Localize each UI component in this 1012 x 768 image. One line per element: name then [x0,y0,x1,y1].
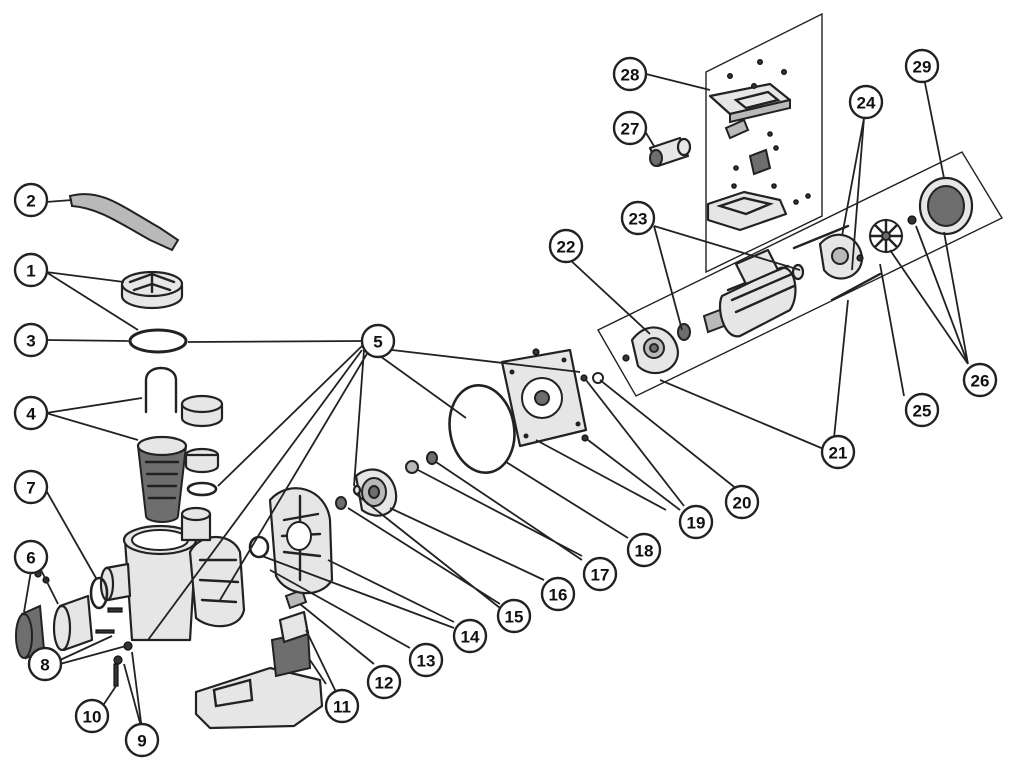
callout-18-label: 18 [635,542,654,561]
callout-16: 16 [540,576,576,612]
part-21-tie-rods [792,224,882,302]
callout-2: 2 [13,182,49,218]
terminal-box-frame [705,12,823,274]
part-19-nuts [532,348,589,442]
callout-14-label: 14 [461,628,480,647]
callout-19-label: 19 [687,514,706,533]
callout-3-label: 3 [26,332,35,351]
part-2-handle [68,193,180,252]
callout-8: 8 [27,646,63,682]
callout-6: 6 [13,539,49,575]
part-4-basket [136,366,224,523]
part-18-seal-plate-gasket [448,384,516,474]
callout-25-label: 25 [913,402,932,421]
leader-lines [23,73,969,731]
callout-17-label: 17 [591,566,610,585]
callout-20-label: 20 [733,494,752,513]
callout-21-label: 21 [829,444,848,463]
callout-29: 29 [904,48,940,84]
callout-25: 25 [904,392,940,428]
part-28-terminal-box-cover [708,82,792,124]
callout-27: 27 [612,110,648,146]
part-seal-plate [500,348,588,448]
callout-5: 5 [360,323,396,359]
callout-10-label: 10 [83,708,102,727]
callout-1: 1 [13,252,49,288]
callout-28: 28 [612,56,648,92]
part-15-washers [335,484,362,510]
part-6-union [15,570,94,660]
callout-12-label: 12 [375,674,394,693]
callout-15-label: 15 [505,608,524,627]
callout-27-label: 27 [621,120,640,139]
callout-8-label: 8 [40,656,49,675]
part-26-fan-cover [907,176,974,236]
callout-23-label: 23 [629,210,648,229]
callout-24: 24 [848,84,884,120]
part-8-10-drain-plugs [95,607,133,687]
motor-assembly-frame [597,151,1003,397]
callout-7: 7 [13,469,49,505]
callout-5-label: 5 [373,333,382,352]
part-25-fan [868,218,904,254]
callout-26-label: 26 [971,372,990,391]
part-14-gasket [248,535,270,559]
callout-10: 10 [74,698,110,734]
part-11-base [194,610,324,730]
part-3-lid-oring [128,328,188,354]
callout-4-label: 4 [26,405,36,424]
part-17-shaft-seal [405,451,438,474]
part-13-diffuser [268,487,334,595]
callout-11-label: 11 [333,698,351,717]
callout-9-label: 9 [137,732,146,751]
callout-7-label: 7 [26,479,35,498]
callout-9: 9 [124,722,160,758]
callout-12: 12 [366,664,402,700]
part-16-impeller [354,468,398,517]
part-22-front-bracket [622,326,680,375]
part-1-lid [120,270,184,310]
callout-20: 20 [724,484,760,520]
callout-15: 15 [496,598,532,634]
callout-16-label: 16 [549,586,568,605]
callout-13-label: 13 [417,652,436,671]
callout-22: 22 [548,228,584,264]
callout-13: 13 [408,642,444,678]
terminal-box-internals [706,58,811,232]
part-27-capacitor [648,136,692,168]
part-24-rear-bracket [818,233,864,280]
part-7-oring [89,576,109,610]
callout-1-label: 1 [26,262,35,281]
callout-29-label: 29 [913,58,932,77]
callout-26: 26 [962,362,998,398]
callout-28-label: 28 [621,66,640,85]
callout-4: 4 [13,395,49,431]
callout-19: 19 [678,504,714,540]
callout-24-label: 24 [857,94,876,113]
callout-14: 14 [452,618,488,654]
callout-17: 17 [582,556,618,592]
callout-22-label: 22 [557,238,576,257]
callout-6-label: 6 [26,549,35,568]
callout-23: 23 [620,200,656,236]
callout-11: 11 [324,688,360,724]
callout-2-label: 2 [26,192,35,211]
callout-3: 3 [13,322,49,358]
callout-21: 21 [820,434,856,470]
pump-housing [99,506,246,642]
callout-18: 18 [626,532,662,568]
motor-body [702,248,797,338]
